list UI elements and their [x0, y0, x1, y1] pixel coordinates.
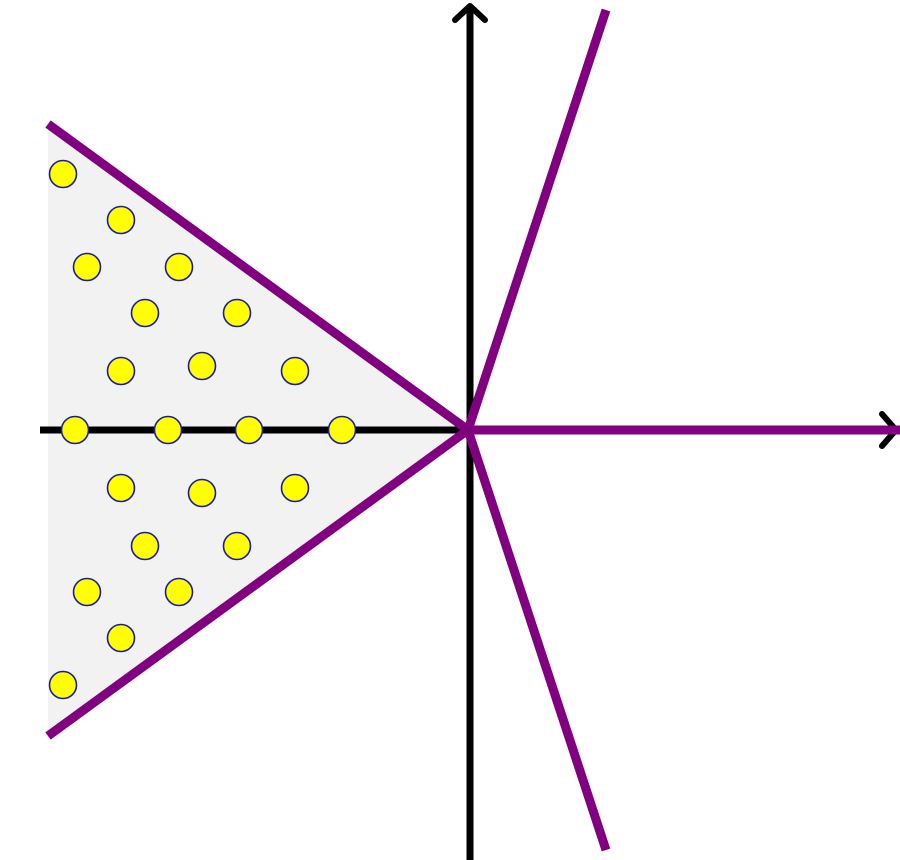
- lattice-point: [280, 473, 310, 503]
- y-axis-arrowhead-icon: [452, 3, 488, 23]
- lattice-point: [187, 351, 217, 381]
- ray-upper-right: [463, 8, 611, 432]
- lattice-point: [48, 159, 78, 189]
- ray-lower-right: [463, 428, 611, 852]
- lattice-point: [222, 298, 252, 328]
- lattice-point: [153, 415, 183, 445]
- lattice-points: [48, 159, 357, 700]
- lattice-point: [72, 252, 102, 282]
- fan-rays: [45, 8, 900, 852]
- lattice-point: [48, 670, 78, 700]
- lattice-point: [106, 356, 136, 386]
- lattice-point: [164, 577, 194, 607]
- lattice-point: [106, 205, 136, 235]
- lattice-point: [106, 473, 136, 503]
- ray-lower-left: [45, 426, 471, 740]
- lattice-point: [234, 415, 264, 445]
- lattice-point: [130, 298, 160, 328]
- lattice-point: [187, 478, 217, 508]
- lattice-point: [106, 623, 136, 653]
- ray-upper-left: [45, 120, 471, 434]
- lattice-point: [280, 356, 310, 386]
- lattice-point: [72, 577, 102, 607]
- lattice-point: [164, 252, 194, 282]
- lattice-point: [222, 531, 252, 561]
- lattice-point: [327, 415, 357, 445]
- lattice-point: [130, 531, 160, 561]
- lattice-point: [60, 415, 90, 445]
